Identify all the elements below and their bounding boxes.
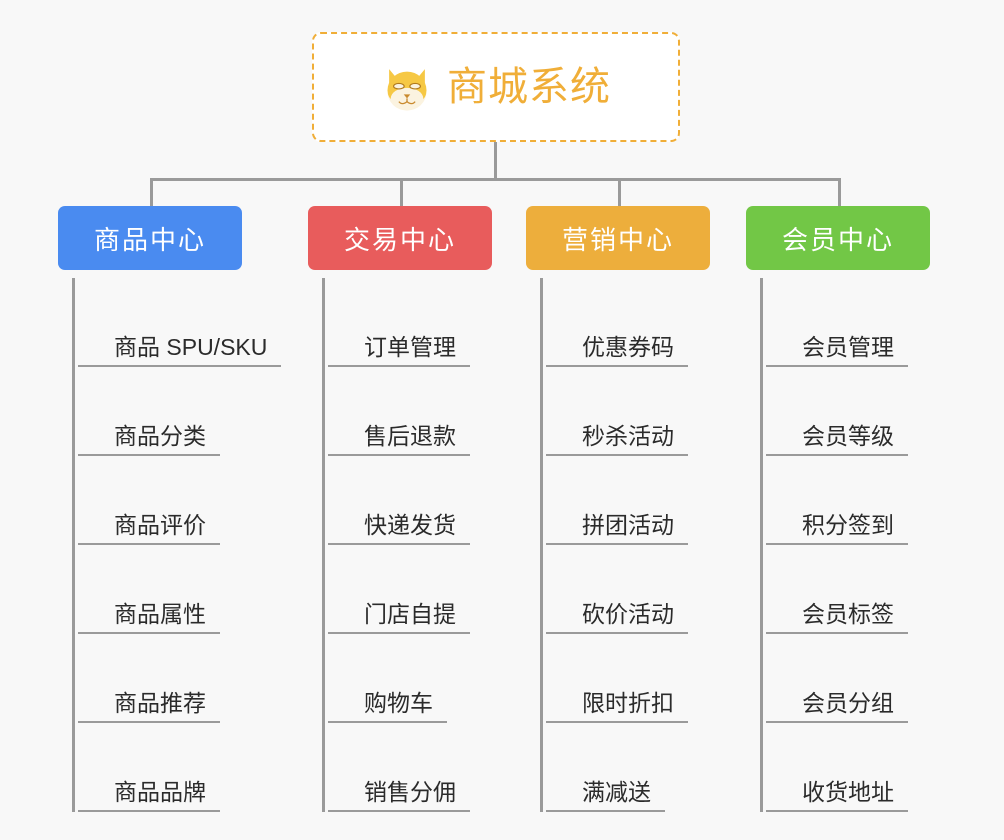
- leaf-label: 商品属性: [78, 600, 220, 634]
- connector-drop-3: [618, 178, 621, 208]
- connector-drop-4: [838, 178, 841, 208]
- category-column-product: 商品中心 商品 SPU/SKU 商品分类 商品评价 商品属性 商品推荐 商品品牌: [58, 206, 282, 812]
- leaf-label: 优惠券码: [546, 333, 688, 367]
- connector-root-stem: [494, 142, 497, 180]
- list-item[interactable]: 会员分组: [766, 634, 930, 723]
- leaf-label: 会员标签: [766, 600, 908, 634]
- list-item[interactable]: 会员等级: [766, 367, 930, 456]
- list-item[interactable]: 商品评价: [78, 456, 281, 545]
- leaf-label: 商品分类: [78, 422, 220, 456]
- category-header-label: 会员中心: [781, 224, 894, 255]
- list-item[interactable]: 商品品牌: [78, 723, 281, 812]
- leaf-label: 会员管理: [766, 333, 908, 367]
- leaf-list-product: 商品 SPU/SKU 商品分类 商品评价 商品属性 商品推荐 商品品牌: [72, 278, 282, 812]
- leaf-label: 商品品牌: [78, 778, 220, 812]
- connector-horizontal-bus: [150, 178, 840, 181]
- category-header-trade[interactable]: 交易中心: [308, 206, 492, 270]
- leaf-label: 收货地址: [766, 778, 908, 812]
- category-header-label: 营销中心: [561, 224, 674, 255]
- category-column-member: 会员中心 会员管理 会员等级 积分签到 会员标签 会员分组 收货地址: [746, 206, 930, 812]
- list-item[interactable]: 优惠券码: [546, 278, 710, 367]
- list-item[interactable]: 限时折扣: [546, 634, 710, 723]
- root-node[interactable]: 商城系统: [312, 32, 680, 142]
- connector-drop-1: [150, 178, 153, 208]
- list-item[interactable]: 购物车: [328, 634, 492, 723]
- leaf-label: 限时折扣: [546, 689, 688, 723]
- list-item[interactable]: 砍价活动: [546, 545, 710, 634]
- leaf-label: 会员等级: [766, 422, 908, 456]
- list-item[interactable]: 售后退款: [328, 367, 492, 456]
- leaf-label: 门店自提: [328, 600, 470, 634]
- leaf-label: 商品 SPU/SKU: [78, 333, 282, 367]
- leaf-label: 售后退款: [328, 422, 470, 456]
- list-item[interactable]: 快递发货: [328, 456, 492, 545]
- list-item[interactable]: 订单管理: [328, 278, 492, 367]
- connector-drop-2: [400, 178, 403, 208]
- leaf-label: 秒杀活动: [546, 422, 688, 456]
- category-header-label: 商品中心: [93, 224, 206, 255]
- category-header-product[interactable]: 商品中心: [58, 206, 242, 270]
- category-header-member[interactable]: 会员中心: [746, 206, 930, 270]
- leaf-label: 会员分组: [766, 689, 908, 723]
- category-header-label: 交易中心: [343, 224, 456, 255]
- list-item[interactable]: 销售分佣: [328, 723, 492, 812]
- list-item[interactable]: 积分签到: [766, 456, 930, 545]
- leaf-label: 砍价活动: [546, 600, 688, 634]
- leaf-list-trade: 订单管理 售后退款 快递发货 门店自提 购物车 销售分佣: [322, 278, 492, 812]
- list-item[interactable]: 商品推荐: [78, 634, 281, 723]
- category-column-marketing: 营销中心 优惠券码 秒杀活动 拼团活动 砍价活动 限时折扣 满减送: [526, 206, 710, 812]
- leaf-label: 满减送: [546, 778, 665, 812]
- leaf-label: 商品评价: [78, 511, 220, 545]
- leaf-label: 商品推荐: [78, 689, 220, 723]
- list-item[interactable]: 收货地址: [766, 723, 930, 812]
- leaf-label: 积分签到: [766, 511, 908, 545]
- category-header-marketing[interactable]: 营销中心: [526, 206, 710, 270]
- list-item[interactable]: 满减送: [546, 723, 710, 812]
- leaf-label: 订单管理: [328, 333, 470, 367]
- leaf-label: 销售分佣: [328, 778, 470, 812]
- leaf-label: 拼团活动: [546, 511, 688, 545]
- list-item[interactable]: 商品分类: [78, 367, 281, 456]
- leaf-label: 购物车: [328, 689, 447, 723]
- shiba-dog-face-icon: [387, 69, 427, 111]
- leaf-list-marketing: 优惠券码 秒杀活动 拼团活动 砍价活动 限时折扣 满减送: [540, 278, 710, 812]
- root-title: 商城系统: [447, 65, 611, 109]
- list-item[interactable]: 秒杀活动: [546, 367, 710, 456]
- list-item[interactable]: 商品属性: [78, 545, 281, 634]
- list-item[interactable]: 会员标签: [766, 545, 930, 634]
- list-item[interactable]: 拼团活动: [546, 456, 710, 545]
- list-item[interactable]: 门店自提: [328, 545, 492, 634]
- leaf-label: 快递发货: [328, 511, 470, 545]
- list-item[interactable]: 会员管理: [766, 278, 930, 367]
- list-item[interactable]: 商品 SPU/SKU: [78, 278, 282, 367]
- leaf-list-member: 会员管理 会员等级 积分签到 会员标签 会员分组 收货地址: [760, 278, 930, 812]
- category-column-trade: 交易中心 订单管理 售后退款 快递发货 门店自提 购物车 销售分佣: [308, 206, 492, 812]
